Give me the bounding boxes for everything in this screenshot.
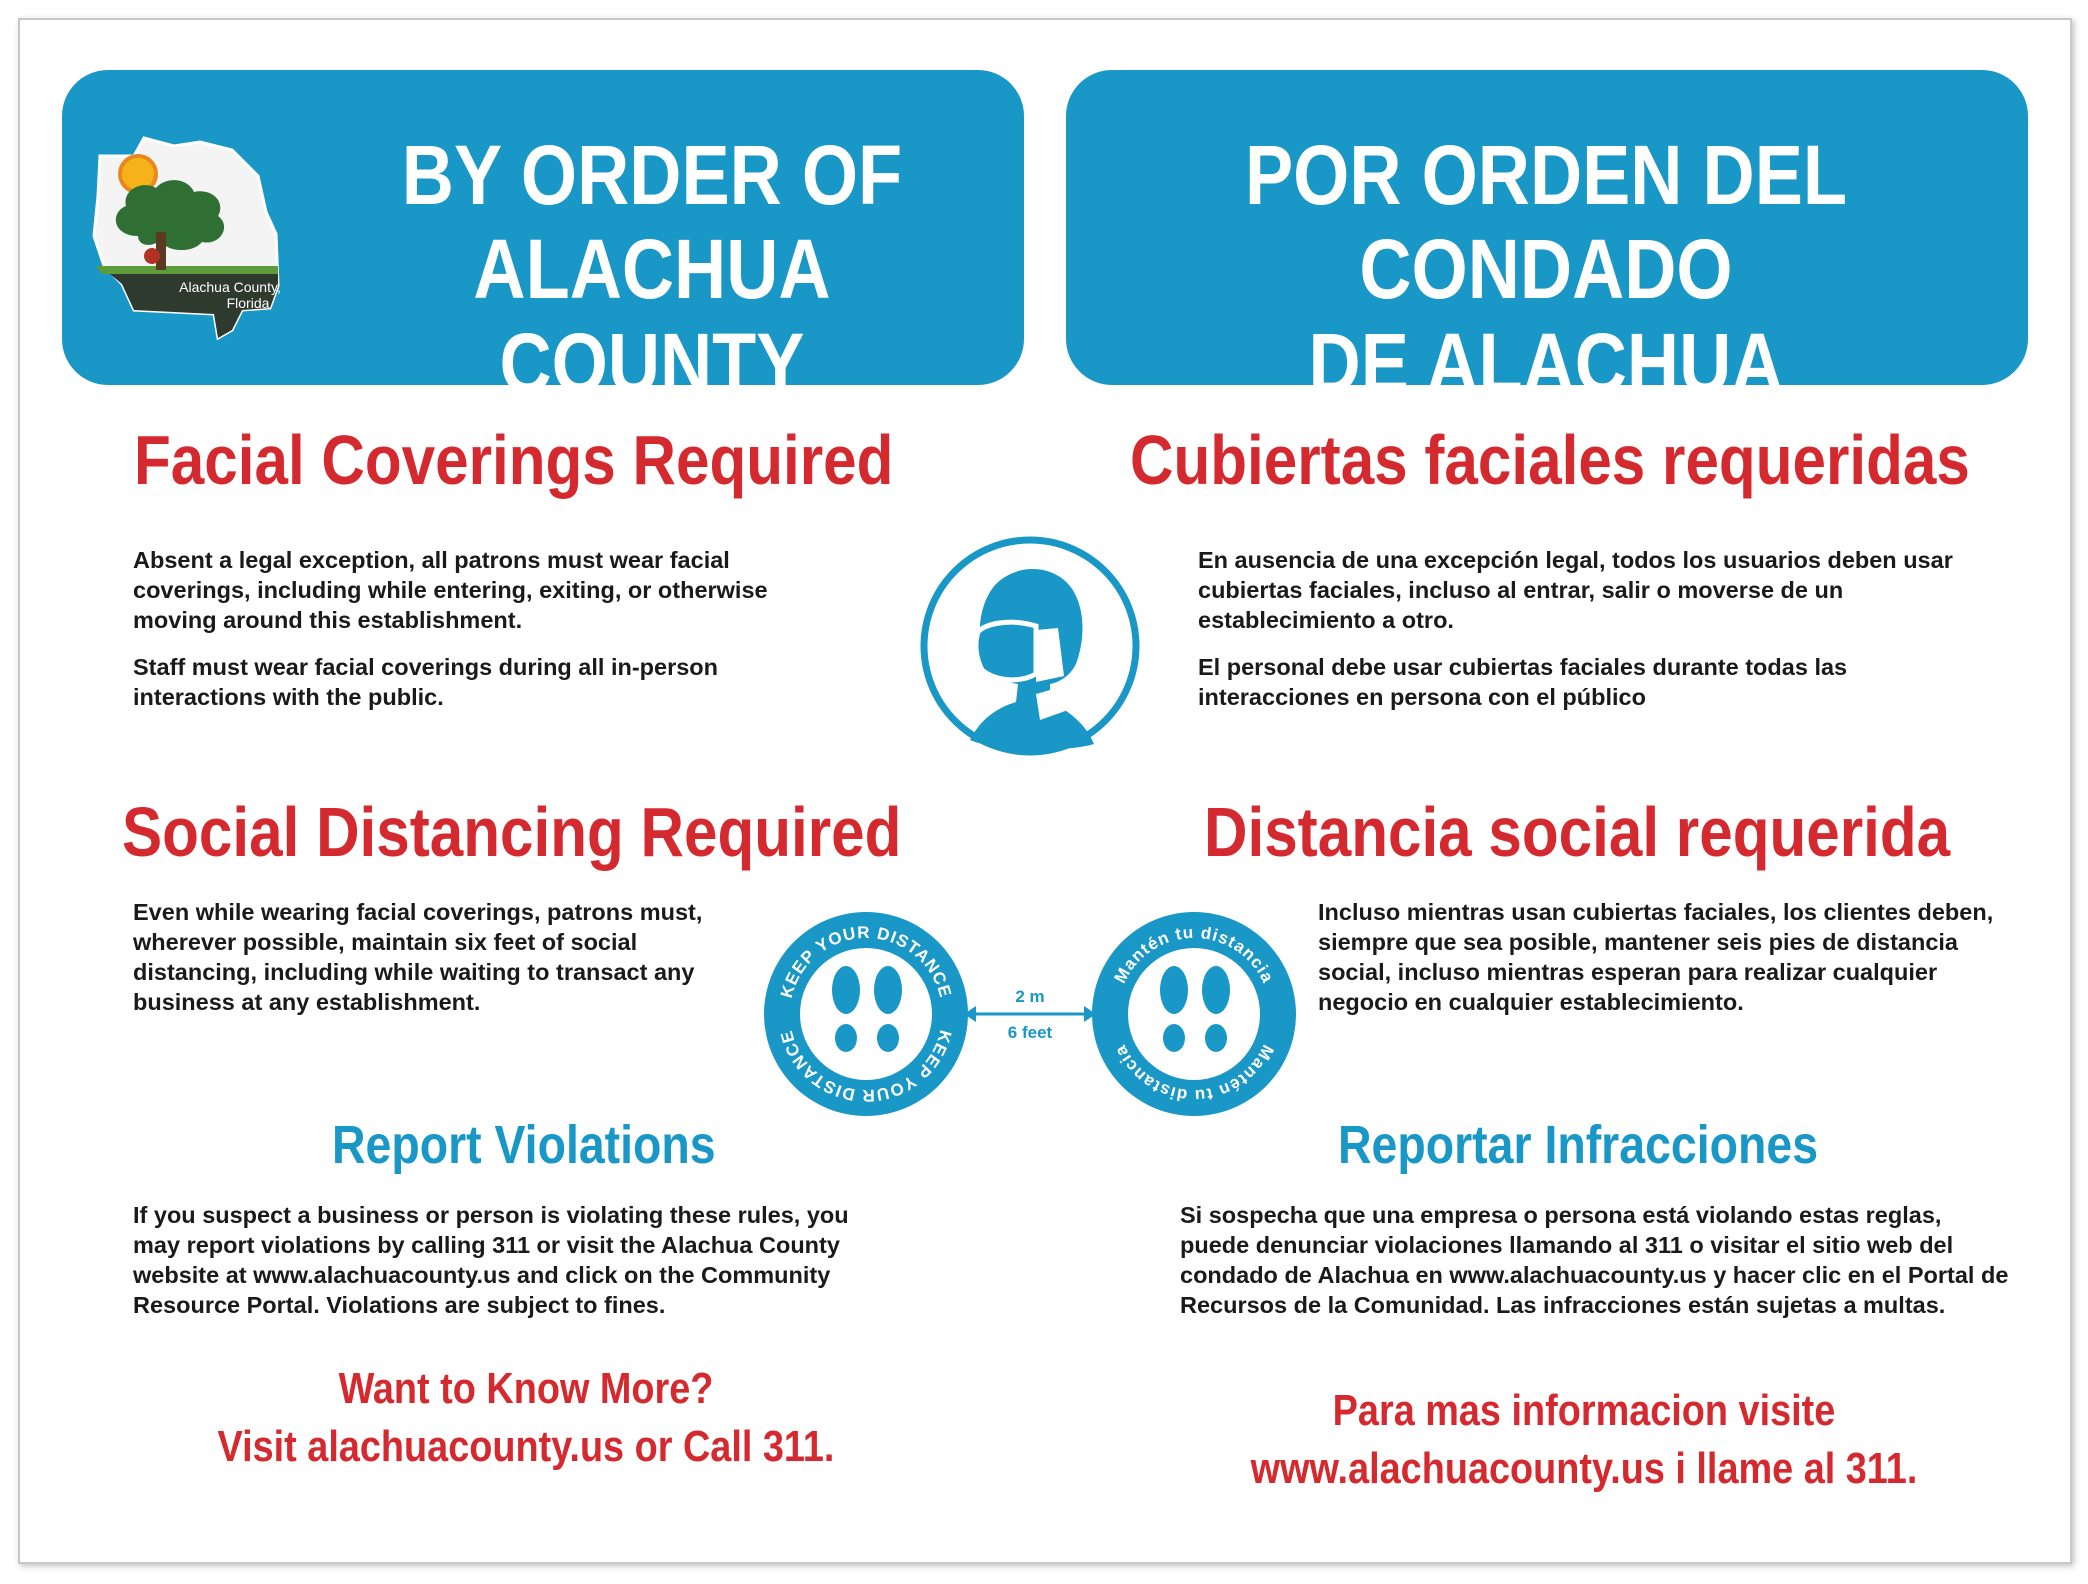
social-paragraph-es: Incluso mientras usan cubiertas faciales… bbox=[1318, 899, 1994, 1015]
banner-title-line2: DE ALACHUA bbox=[1308, 316, 1784, 411]
banner-title-english: BY ORDER OF ALACHUA COUNTY bbox=[342, 128, 961, 410]
distance-imperial-label: 6 feet bbox=[1008, 1023, 1053, 1042]
logo-caption-line1: Alachua County, bbox=[179, 279, 281, 295]
facial-paragraph-2-es: El personal debe usar cubiertas faciales… bbox=[1198, 654, 1848, 710]
keep-distance-graphic: KEEP YOUR DISTANCE KEEP YOUR DISTANCE 2 … bbox=[764, 912, 1296, 1116]
alachua-county-logo: Alachua County, Florida bbox=[92, 136, 281, 341]
cta-line1-es: Para mas informacion visite bbox=[1332, 1386, 1836, 1435]
logo-caption-line2: Florida bbox=[227, 295, 270, 311]
face-mask-icon bbox=[920, 536, 1140, 756]
report-paragraph-en: If you suspect a business or person is v… bbox=[133, 1202, 849, 1318]
report-heading-es: Reportar Infracciones bbox=[1338, 1115, 1819, 1175]
report-paragraph-es: Si sospecha que una empresa o persona es… bbox=[1180, 1202, 2009, 1318]
facial-paragraph-1-en: Absent a legal exception, all patrons mu… bbox=[133, 547, 768, 633]
banner-title-spanish: POR ORDEN DEL CONDADO DE ALACHUA bbox=[1116, 128, 1976, 410]
cta-line2-en: Visit alachuacounty.us or Call 311. bbox=[217, 1422, 835, 1471]
distance-arrow: 2 m 6 feet bbox=[964, 987, 1096, 1042]
banner-title-line2: ALACHUA COUNTY bbox=[473, 222, 831, 411]
facial-heading-en: Facial Coverings Required bbox=[134, 421, 894, 499]
facial-heading-es: Cubiertas faciales requeridas bbox=[1130, 421, 1970, 499]
facial-paragraph-2-en: Staff must wear facial coverings during … bbox=[133, 654, 719, 710]
banner-title-line1: POR ORDEN DEL CONDADO bbox=[1244, 128, 1848, 317]
social-paragraph-en: Even while wearing facial coverings, pat… bbox=[133, 899, 703, 1015]
keep-distance-badge-en: KEEP YOUR DISTANCE KEEP YOUR DISTANCE bbox=[764, 912, 968, 1116]
banner-english: Alachua County, Florida BY ORDER OF ALAC… bbox=[62, 70, 1024, 410]
cta-line1-en: Want to Know More? bbox=[338, 1364, 714, 1413]
cta-line2-es: www.alachuacounty.us i llame al 311. bbox=[1250, 1444, 1918, 1493]
social-heading-es: Distancia social requerida bbox=[1204, 793, 1951, 871]
distance-metric-label: 2 m bbox=[1015, 987, 1044, 1006]
cta-en: Want to Know More? Visit alachuacounty.u… bbox=[182, 1360, 870, 1476]
cta-es: Para mas informacion visite www.alachuac… bbox=[1197, 1382, 1971, 1498]
keep-distance-badge-es: Mantén tu distancia Mantén tu distancia bbox=[1092, 912, 1296, 1116]
banner-spanish: POR ORDEN DEL CONDADO DE ALACHUA bbox=[1066, 70, 2028, 410]
social-heading-en: Social Distancing Required bbox=[122, 793, 902, 871]
report-heading-en: Report Violations bbox=[332, 1115, 716, 1175]
banner-title-line1: BY ORDER OF bbox=[401, 128, 903, 222]
facial-paragraph-1-es: En ausencia de una excepción legal, todo… bbox=[1198, 547, 1953, 633]
